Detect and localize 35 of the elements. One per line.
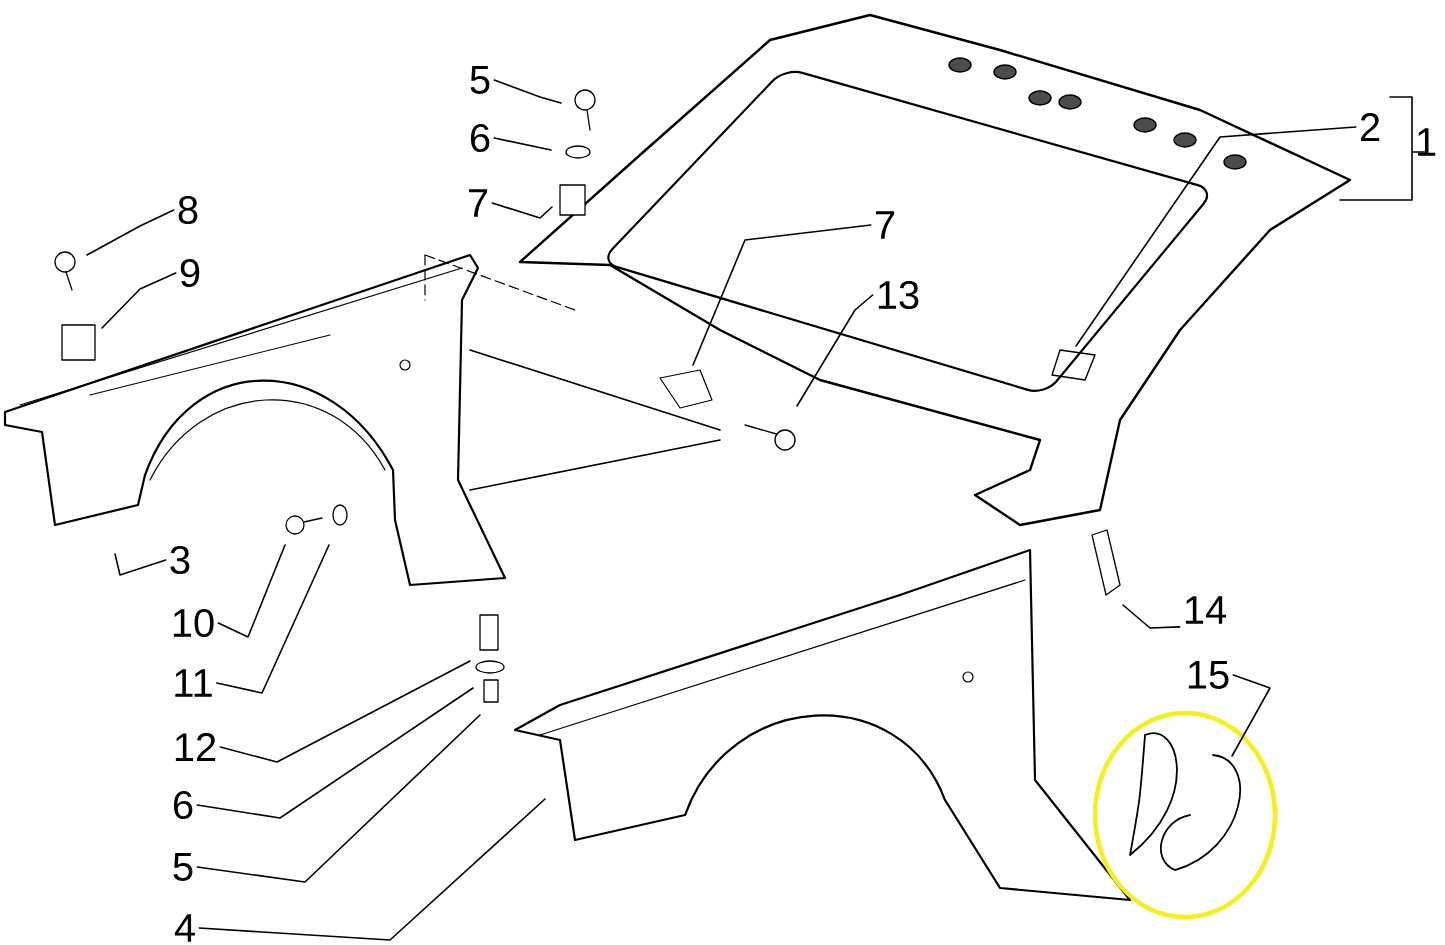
callout-number: 13: [878, 280, 919, 310]
leader-line: [491, 202, 553, 219]
callout-number: 10: [173, 608, 214, 638]
leader-line: [493, 137, 552, 151]
leader-line: [86, 209, 175, 256]
leader-line: [196, 687, 474, 819]
callout-number: 9: [180, 258, 200, 288]
callout-number: 5: [173, 853, 193, 881]
callout-number: 1: [1417, 128, 1436, 156]
leader-line: [101, 272, 177, 329]
leader-line: [692, 224, 872, 366]
leader-line: [219, 660, 471, 763]
callout-number: 12: [175, 733, 216, 761]
callout-number: 3: [170, 545, 190, 575]
leader-line: [1075, 126, 1357, 347]
leader-line: [796, 294, 874, 407]
callout-number: 11: [175, 669, 212, 697]
leader-line: [1231, 674, 1271, 757]
callout-number: 2: [1360, 113, 1380, 141]
callout-number: 8: [178, 195, 198, 225]
callout-number: 5: [470, 66, 490, 94]
callout-number: 6: [470, 123, 490, 153]
leader-line: [217, 544, 286, 638]
callout-number: 7: [468, 189, 488, 217]
callout-number: 15: [1188, 661, 1229, 689]
callout-number: 7: [876, 211, 895, 239]
leader-line: [114, 553, 167, 576]
leader-line: [1122, 604, 1181, 629]
callout-number: 14: [1185, 596, 1226, 624]
callout-number: 6: [173, 790, 193, 820]
leader-line: [493, 79, 562, 104]
leader-line: [198, 798, 546, 941]
callout-number: 4: [174, 914, 195, 942]
leader-line: [196, 714, 481, 883]
leader-line: [216, 544, 330, 694]
